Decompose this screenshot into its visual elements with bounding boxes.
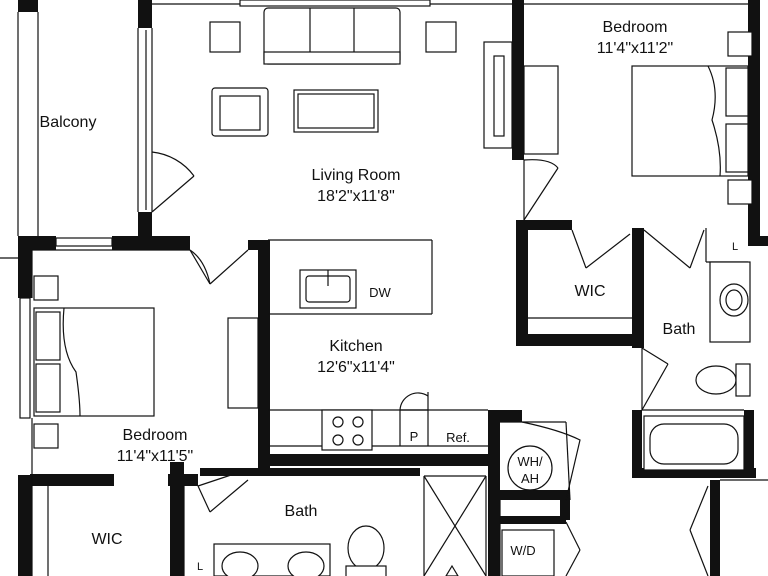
linen-bottom-label: L: [197, 561, 203, 573]
living-furniture: [209, 7, 513, 149]
linen-right-label: L: [732, 241, 738, 253]
kitchen-fixtures: [299, 269, 429, 451]
bedroom-left-label: Bedroom: [123, 427, 188, 444]
labels: Balcony Living Room 18'2"x11'8" Bedroom …: [40, 19, 739, 573]
bedroom-right-dims: 11'4"x11'2": [597, 40, 673, 57]
wic-left-label: WIC: [91, 531, 122, 548]
water-heater-label-1: WH/: [517, 454, 543, 469]
bedroom-left-dims: 11'4"x11'5": [117, 448, 193, 465]
wic-right-label: WIC: [574, 283, 605, 300]
side-table-right: [425, 21, 457, 53]
side-table-left: [209, 21, 241, 53]
kitchen-dims: 12'6"x11'4": [317, 359, 395, 376]
nightstand: [33, 423, 59, 449]
kitchen-label: Kitchen: [329, 338, 382, 355]
dresser: [523, 65, 559, 155]
cooktop: [321, 409, 373, 451]
washer-dryer-label: W/D: [510, 543, 535, 558]
water-heater: [507, 445, 553, 491]
doors: [151, 151, 709, 576]
nightstand: [727, 179, 753, 205]
bath-bottom-label: Bath: [285, 503, 318, 520]
bedroom-right-furniture: [523, 31, 753, 205]
refrigerator-label: Ref.: [446, 430, 470, 445]
toilet-right: [695, 365, 737, 395]
bath-bottom-fixtures: [213, 445, 555, 576]
toilet-bottom: [347, 525, 385, 571]
bedroom-left-furniture: [33, 275, 259, 449]
bath-right-label: Bath: [663, 321, 696, 338]
washer-dryer: [501, 529, 555, 576]
living-room-dims: 18'2"x11'8": [317, 188, 395, 205]
bath-right-fixtures: [643, 261, 751, 471]
walls: [18, 0, 768, 576]
bedroom-right-label: Bedroom: [603, 19, 668, 36]
water-heater-label-2: AH: [521, 471, 539, 486]
pantry-label: P: [410, 429, 419, 444]
dresser: [227, 317, 259, 409]
nightstand: [33, 275, 59, 301]
nightstand: [727, 31, 753, 57]
balcony-label: Balcony: [40, 114, 97, 131]
dishwasher-label: DW: [369, 285, 391, 300]
living-room-label: Living Room: [312, 167, 401, 184]
